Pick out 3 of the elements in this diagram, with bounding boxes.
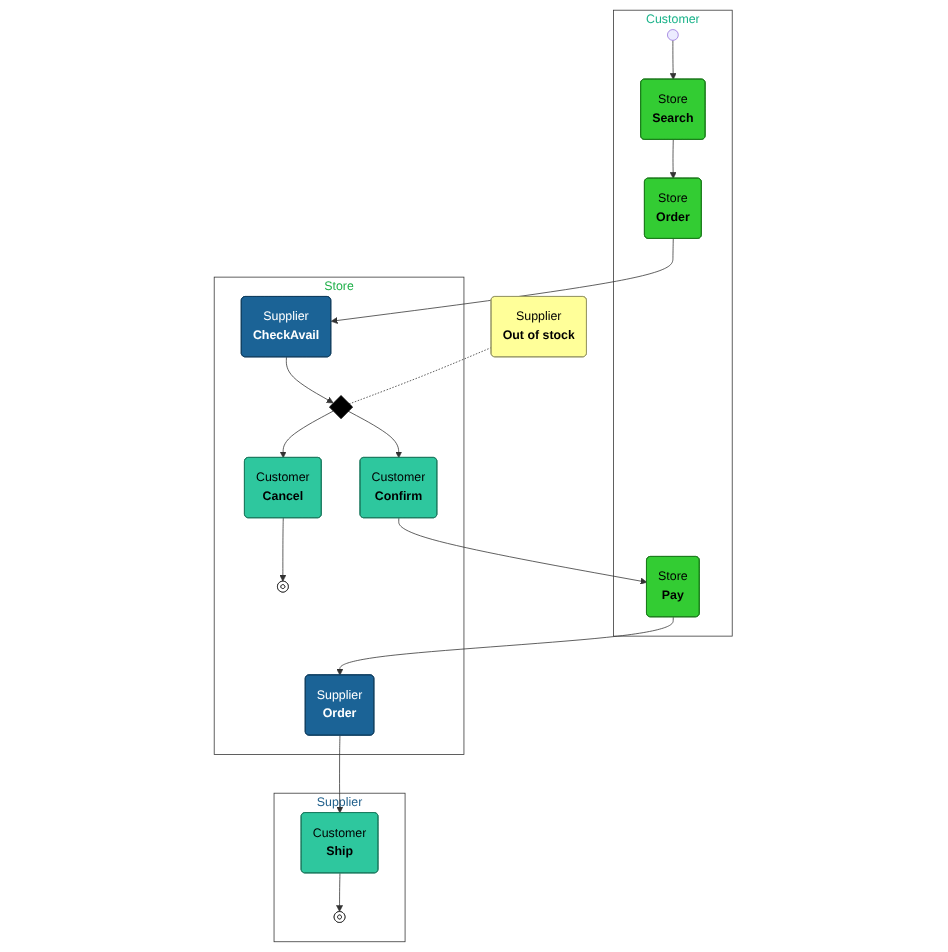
node-diamond xyxy=(329,395,354,420)
connector xyxy=(349,347,493,405)
node-circle xyxy=(667,29,680,41)
